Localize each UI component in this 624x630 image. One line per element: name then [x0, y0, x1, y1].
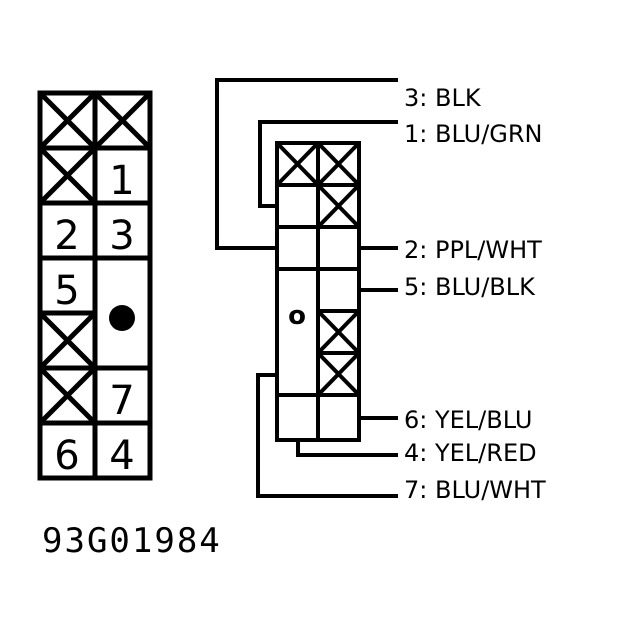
figure-code: 93G01984: [42, 521, 222, 561]
left-blank-cell-x-icon: [38, 311, 97, 370]
left-blank-cell-x-icon: [38, 366, 97, 425]
wire-label-4: 4: YEL/RED: [404, 439, 537, 467]
wire-labels: 3: BLK 1: BLU/GRN 2: PPL/WHT 5: BLU/BLK …: [404, 84, 546, 504]
locator-marker: o: [288, 301, 306, 331]
pin-number: 7: [109, 378, 134, 424]
left-blank-cell-x-icon: [93, 91, 152, 150]
wire-lead-3: [215, 78, 398, 250]
locator-dot-icon: [109, 305, 135, 331]
wire-lead-7: [256, 373, 398, 498]
right-blank-cell-x-icon: [275, 141, 320, 187]
right-blank-cell-x-icon: [316, 141, 361, 187]
wire-label-5: 5: BLU/BLK: [404, 273, 536, 301]
wire-label-1: 1: BLU/GRN: [404, 120, 543, 148]
pin-number: 1: [109, 158, 134, 204]
left-connector: [37, 90, 153, 481]
wire-label-2: 2: PPL/WHT: [404, 236, 542, 264]
wire-lead-1: [258, 120, 398, 208]
pin-number: 6: [54, 433, 79, 479]
right-blank-cell-x-icon: [316, 183, 361, 229]
pin-number: 4: [109, 433, 134, 479]
pin-number: 5: [54, 268, 79, 314]
right-blank-cell-x-icon: [316, 309, 361, 355]
wire-label-7: 7: BLU/WHT: [404, 476, 546, 504]
wire-lead-4: [296, 440, 398, 457]
wire-label-6: 6: YEL/BLU: [404, 406, 532, 434]
left-connector-pins: 1 2 3 5 7 6 4: [54, 158, 135, 479]
right-blank-cell-x-icon: [316, 351, 361, 397]
wire-leads: [215, 78, 398, 498]
left-blank-cell-x-icon: [38, 146, 97, 205]
pin-number: 2: [54, 213, 79, 259]
right-connector: [275, 141, 361, 442]
left-blank-cell-x-icon: [38, 91, 97, 150]
pin-number: 3: [109, 213, 134, 259]
wire-label-3: 3: BLK: [404, 84, 482, 112]
